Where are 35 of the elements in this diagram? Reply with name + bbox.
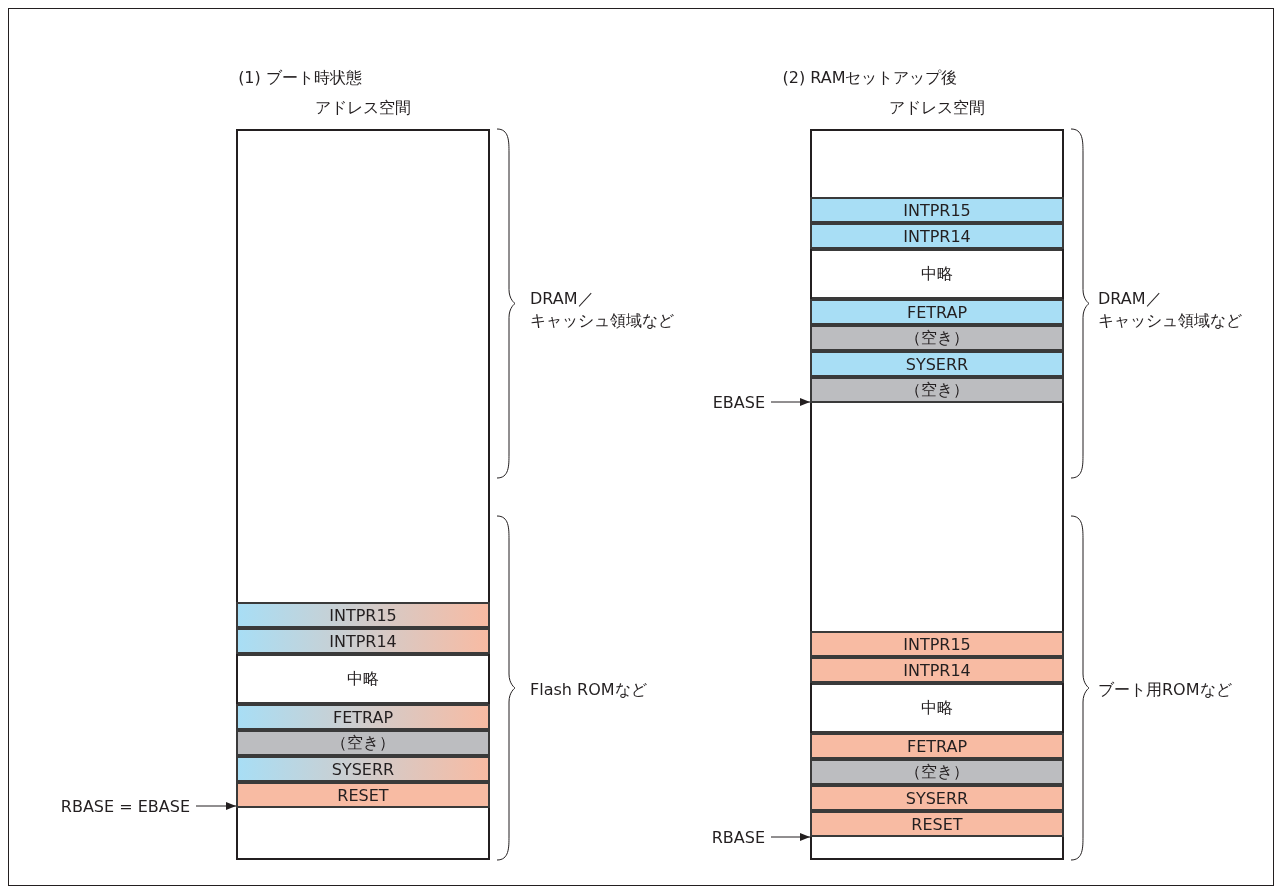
vector-entry: （空き）: [236, 730, 490, 756]
pointer-arrow: [770, 833, 811, 841]
omitted-region: 中略: [812, 683, 1062, 733]
vector-entry: （空き）: [810, 759, 1064, 785]
region-label: Flash ROMなど: [530, 679, 648, 701]
vector-entry: FETRAP: [236, 704, 490, 730]
region-label: DRAM／キャッシュ領域など: [1098, 288, 1243, 332]
pointer-label: EBASE: [712, 393, 765, 413]
vector-entry: INTPR14: [810, 657, 1064, 683]
vector-entry: FETRAP: [810, 299, 1064, 325]
region-label: DRAM／キャッシュ領域など: [530, 288, 675, 332]
vector-entry: （空き）: [810, 377, 1064, 403]
omitted-region: 中略: [812, 249, 1062, 299]
vector-entry: （空き）: [810, 325, 1064, 351]
vector-entry: SYSERR: [810, 351, 1064, 377]
vector-entry: FETRAP: [810, 733, 1064, 759]
vector-entry: INTPR14: [810, 223, 1064, 249]
column-heading: アドレス空間: [888, 98, 986, 119]
pointer-label: RBASE: [711, 828, 765, 848]
vector-entry: INTPR15: [236, 602, 490, 628]
pointer-label: RBASE = EBASE: [60, 797, 190, 817]
panel-title: (1) ブート時状態: [237, 67, 363, 89]
vector-entry: SYSERR: [810, 785, 1064, 811]
vector-entry: SYSERR: [236, 756, 490, 782]
panel-title: (2) RAMセットアップ後: [781, 67, 959, 89]
pointer-arrow: [195, 802, 237, 810]
omitted-region: 中略: [238, 654, 488, 704]
vector-entry: RESET: [810, 811, 1064, 837]
region-label: ブート用ROMなど: [1098, 679, 1233, 701]
vector-entry: INTPR15: [810, 197, 1064, 223]
column-heading: アドレス空間: [314, 98, 412, 119]
vector-entry: INTPR15: [810, 631, 1064, 657]
vector-entry: RESET: [236, 782, 490, 808]
vector-entry: INTPR14: [236, 628, 490, 654]
pointer-arrow: [770, 398, 811, 406]
